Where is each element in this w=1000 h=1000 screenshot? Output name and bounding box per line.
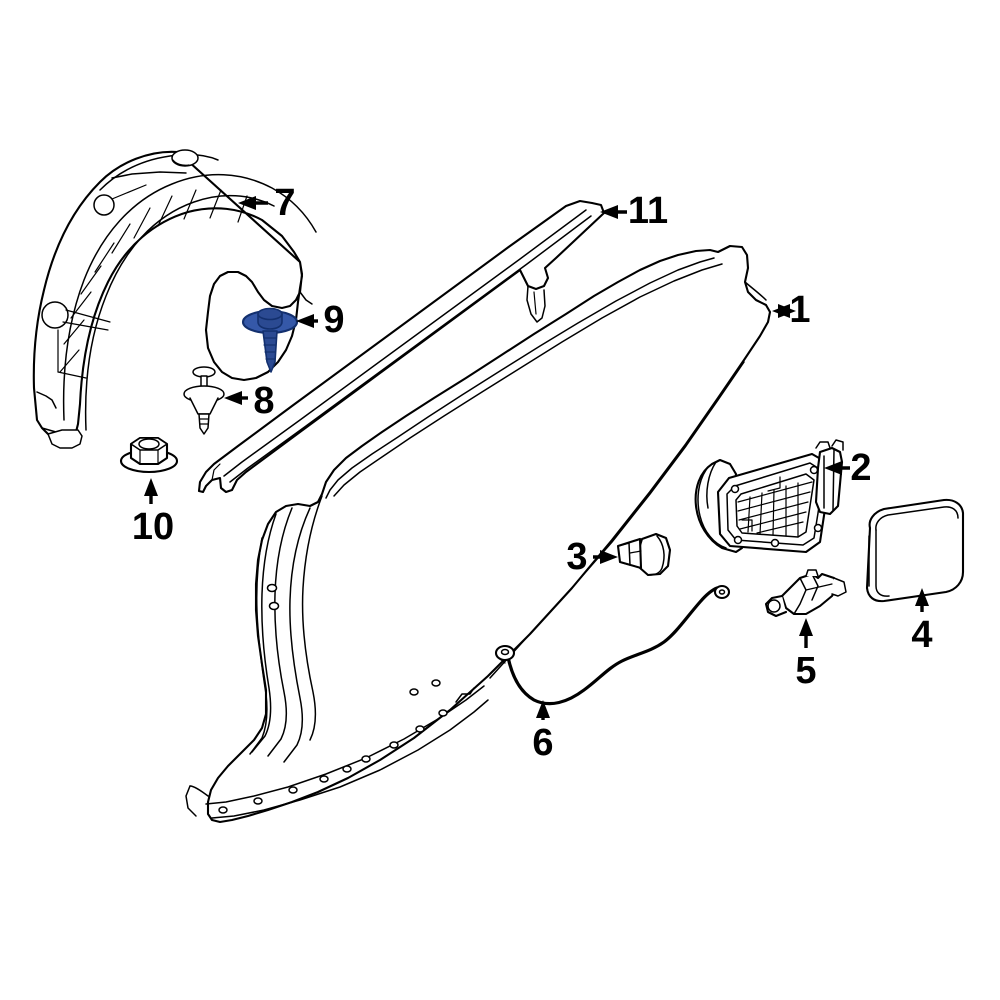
leader-8 xyxy=(224,391,248,405)
part-flange-hex-nut[interactable] xyxy=(119,436,179,474)
leader-11 xyxy=(600,205,627,219)
part-wheel-arch-liner[interactable] xyxy=(32,149,317,449)
part-push-in-retainer-clip[interactable] xyxy=(183,366,225,435)
leader-7 xyxy=(238,196,268,210)
callout-label-5[interactable]: 5 xyxy=(795,650,816,692)
callout-label-3[interactable]: 3 xyxy=(566,536,587,578)
leader-4 xyxy=(915,588,929,612)
leader-3 xyxy=(593,550,618,564)
callout-label-1[interactable]: 1 xyxy=(789,289,810,331)
part-fuel-filler-housing-pocket[interactable] xyxy=(694,439,844,554)
callout-label-9[interactable]: 9 xyxy=(323,299,344,341)
callout-label-10[interactable]: 10 xyxy=(132,506,174,548)
leader-2 xyxy=(824,461,850,475)
part-fuel-door-bump-stop[interactable] xyxy=(616,532,672,577)
callout-label-2[interactable]: 2 xyxy=(850,447,871,489)
part-flange-head-bolt[interactable] xyxy=(241,307,299,373)
part-roof-drip-rail-molding[interactable] xyxy=(197,199,606,494)
callout-label-6[interactable]: 6 xyxy=(532,722,553,764)
leader-6 xyxy=(536,700,550,720)
callout-label-4[interactable]: 4 xyxy=(911,614,932,656)
callout-label-7[interactable]: 7 xyxy=(274,182,295,224)
part-fuel-filler-door[interactable] xyxy=(865,498,965,603)
callout-label-8[interactable]: 8 xyxy=(253,380,274,422)
part-quarter-panel[interactable] xyxy=(185,244,772,824)
leader-5 xyxy=(799,618,813,648)
part-fuel-door-actuator[interactable] xyxy=(764,569,847,618)
leader-9 xyxy=(296,314,318,328)
leader-10 xyxy=(144,478,158,504)
callout-label-11[interactable]: 11 xyxy=(628,190,668,232)
part-emergency-release-cable[interactable] xyxy=(494,584,731,706)
